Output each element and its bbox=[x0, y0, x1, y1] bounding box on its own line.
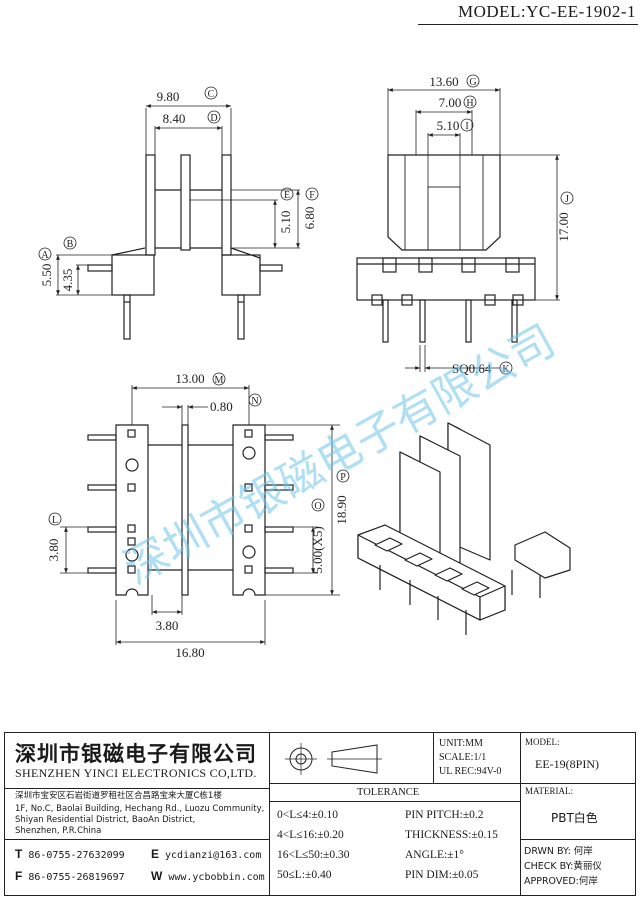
left-base bbox=[111, 254, 155, 296]
marker-m: M bbox=[215, 375, 224, 386]
marker-j: J bbox=[565, 194, 569, 205]
tel-label: T bbox=[15, 847, 23, 861]
marker-p: P bbox=[340, 472, 346, 483]
dim-6-80: 6.80 bbox=[302, 207, 317, 230]
side-view bbox=[356, 154, 536, 343]
dim-13-00: 13.00 bbox=[175, 371, 204, 386]
dim-13-60: 13.60 bbox=[429, 74, 458, 89]
title-block: 深圳市银磁电子有限公司 SHENZHEN YINCI ELECTRONICS C… bbox=[4, 732, 636, 896]
title-underline bbox=[418, 24, 638, 25]
projection-symbol-icon bbox=[285, 743, 382, 775]
marker-g: G bbox=[469, 77, 476, 88]
address-cn: 深圳市宝安区石岩街道罗租社区合昌路宝来大厦C栋1楼 bbox=[15, 791, 222, 801]
marker-i: I bbox=[465, 121, 468, 132]
model-title: MODEL:YC-EE-1902-1 bbox=[457, 2, 636, 21]
address-en-2: Shiyan Residential District, BaoAn Distr… bbox=[15, 815, 196, 825]
tolerance-label: TOLERANCE bbox=[357, 787, 420, 798]
right-base-bottom bbox=[232, 424, 266, 596]
marker-c: C bbox=[208, 89, 215, 100]
check-by: CHECK BY:黄丽仪 bbox=[524, 861, 602, 872]
model-value: EE-19(8PIN) bbox=[535, 757, 599, 771]
isometric-view bbox=[357, 422, 571, 635]
tel-value: 86-0755-27632099 bbox=[28, 850, 125, 861]
address-en-1: 1F, No.C, Baolai Building, Hechang Rd., … bbox=[15, 804, 265, 814]
marker-f: F bbox=[309, 190, 315, 201]
dim-5-10-side: 5.10 bbox=[437, 118, 460, 133]
marker-e: E bbox=[284, 190, 290, 201]
dim-8-40: 8.40 bbox=[163, 111, 186, 126]
left-flange bbox=[145, 154, 156, 256]
dim-16-80: 16.80 bbox=[175, 645, 204, 660]
fax-value: 86-0755-26819697 bbox=[28, 872, 125, 883]
dim-5-10: 5.10 bbox=[278, 211, 293, 234]
front-view bbox=[87, 154, 283, 340]
tolerance-pin-dim: PIN DIM:±0.05 bbox=[405, 869, 479, 881]
fax-row: F 86-0755-26819697 bbox=[15, 869, 125, 883]
fax-label: F bbox=[15, 869, 23, 883]
technical-drawing: 9.80 8.40 5.10 6.80 5.50 4.35 C D E F A … bbox=[38, 74, 574, 660]
marker-o: O bbox=[314, 501, 321, 512]
company-name-en: SHENZHEN YINCI ELECTRONICS CO,LTD. bbox=[15, 766, 257, 780]
address-en-3: Shenzhen, P.R.China bbox=[15, 826, 102, 836]
dim-18-90: 18.90 bbox=[334, 495, 349, 524]
bottom-view bbox=[87, 424, 294, 596]
tolerance-angle: ANGLE:±1° bbox=[405, 849, 464, 861]
dim-9-80: 9.80 bbox=[157, 89, 180, 104]
marker-a: A bbox=[41, 250, 49, 261]
material-label: MATERIAL: bbox=[525, 786, 573, 796]
tolerance-4: 50≤L:±0.40 bbox=[277, 869, 332, 881]
middle-flange bbox=[180, 154, 191, 251]
dim-5-50: 5.50 bbox=[39, 264, 54, 287]
dim-3-80-horizontal: 3.80 bbox=[156, 618, 179, 633]
dim-0-80: 0.80 bbox=[210, 399, 233, 414]
ul-rec: UL REC:94V-0 bbox=[439, 766, 502, 777]
scale: SCALE:1/1 bbox=[439, 752, 487, 763]
dim-3-80-vertical: 3.80 bbox=[46, 539, 61, 562]
right-base bbox=[221, 254, 261, 296]
email-value: ycdianzi@163.com bbox=[165, 850, 262, 861]
web-value: www.ycbobbin.com bbox=[168, 872, 265, 883]
watermark-text: 深圳市银磁电子有限公司 bbox=[116, 316, 563, 594]
dim-17-00: 17.00 bbox=[556, 212, 571, 241]
dim-4-35: 4.35 bbox=[60, 269, 75, 292]
dim-7-00: 7.00 bbox=[439, 95, 462, 110]
company-name-cn: 深圳市银磁电子有限公司 bbox=[15, 742, 257, 766]
email-label: E bbox=[151, 847, 160, 861]
tolerance-thickness: THICKNESS:±0.15 bbox=[405, 829, 498, 841]
side-base bbox=[356, 257, 536, 301]
tolerance-2: 4<L≤16:±0.20 bbox=[277, 829, 344, 841]
marker-d: D bbox=[210, 113, 217, 124]
web-label: W bbox=[151, 869, 163, 883]
dim-sq: SQ0.64 bbox=[452, 361, 492, 376]
dim-5-00-x5: 5.00(X5) bbox=[310, 526, 325, 573]
marker-l: L bbox=[52, 515, 58, 526]
marker-n: N bbox=[251, 396, 258, 407]
material-value: PBT白色 bbox=[551, 811, 598, 825]
left-base-bottom bbox=[115, 424, 149, 596]
marker-k: K bbox=[502, 364, 510, 375]
tolerance-3: 16<L≤50:±0.30 bbox=[277, 849, 350, 861]
right-flange bbox=[221, 154, 232, 256]
approved-by: APPROVED:何岸 bbox=[524, 876, 598, 887]
model-label: MODEL: bbox=[525, 737, 560, 747]
tel-row: T 86-0755-27632099 bbox=[15, 847, 125, 861]
tolerance-1: 0<L≤4:±0.10 bbox=[277, 809, 338, 821]
marker-h: H bbox=[466, 98, 473, 109]
drawn-by: DRWN BY: 何岸 bbox=[524, 846, 593, 857]
marker-b: B bbox=[67, 239, 74, 250]
tolerance-pin-pitch: PIN PITCH:±0.2 bbox=[405, 809, 484, 821]
unit: UNIT:MM bbox=[439, 738, 483, 749]
